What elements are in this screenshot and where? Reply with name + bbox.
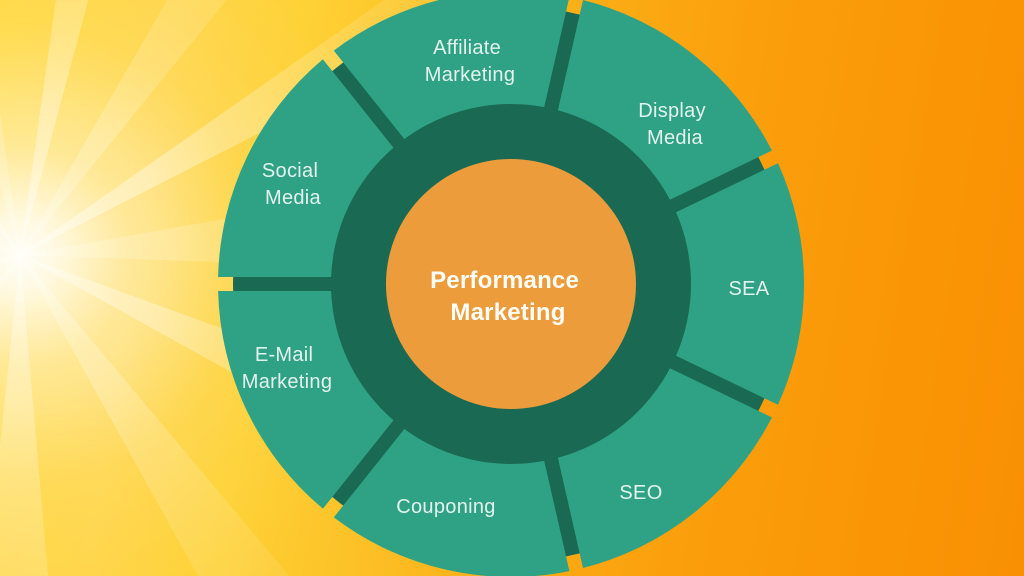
segment-seo xyxy=(557,368,772,568)
segment-label-social-media: Social Media xyxy=(262,160,324,209)
segment-label-seo: SEO xyxy=(619,482,662,504)
segment-label-sea: SEA xyxy=(729,278,770,300)
segment-social-media xyxy=(218,59,394,277)
segment-sea xyxy=(676,163,805,405)
segment-label-affiliate-marketing: Affiliate Marketing xyxy=(425,37,516,86)
center-title: Performance Marketing xyxy=(430,267,586,326)
segment-label-display-media: Display Media xyxy=(638,100,712,149)
center-circle xyxy=(386,159,636,409)
segment-e-mail-marketing xyxy=(218,291,394,509)
segment-couponing xyxy=(333,429,570,576)
segment-label-e-mail-marketing: E-Mail Marketing xyxy=(242,344,333,393)
segment-display-media xyxy=(557,0,772,200)
segment-affiliate-marketing xyxy=(333,0,569,139)
segment-label-couponing: Couponing xyxy=(396,496,495,518)
